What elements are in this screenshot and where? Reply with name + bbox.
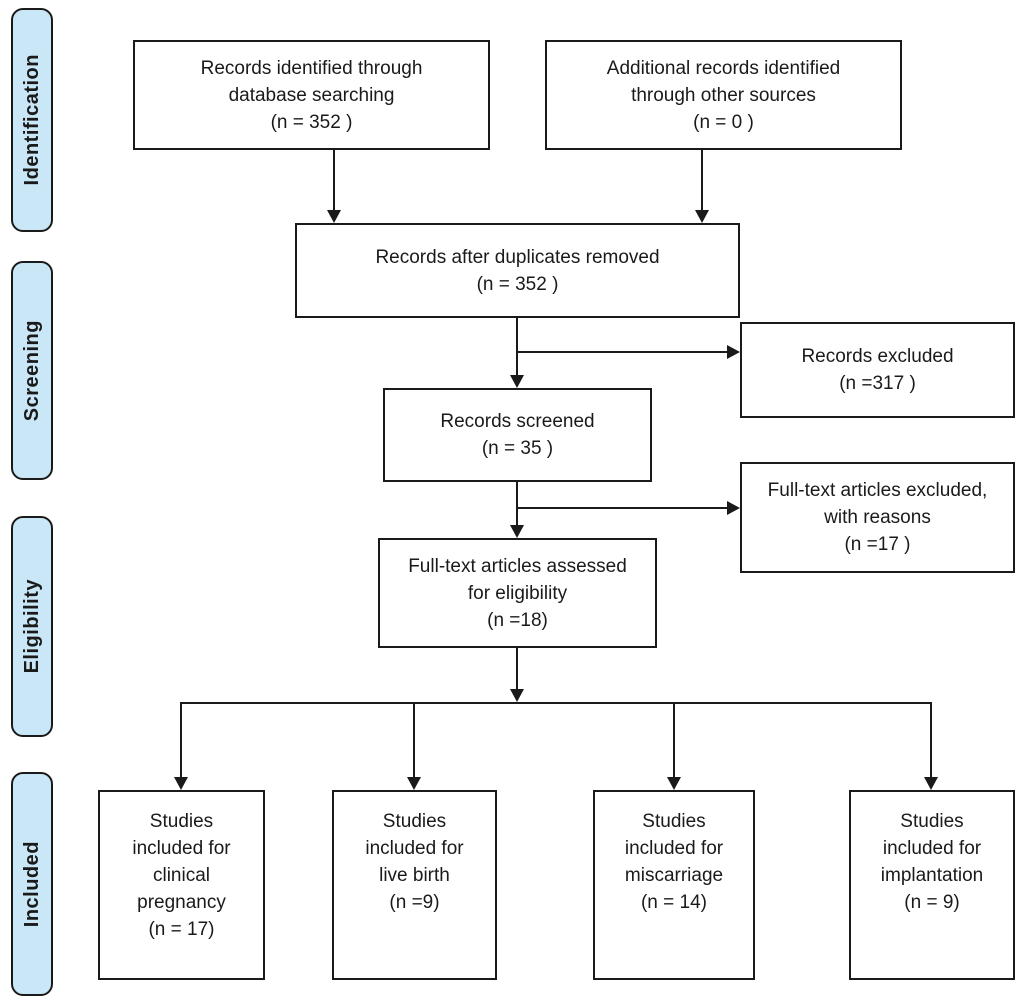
connector-additional-to-dedup-line bbox=[701, 150, 703, 210]
box-additional-records: Additional records identified through ot… bbox=[545, 40, 902, 150]
arrowhead-additional-to-dedup bbox=[695, 210, 709, 223]
arrowhead-drop-livebirth bbox=[407, 777, 421, 790]
box-records-excluded: Records excluded (n =317 ) bbox=[740, 322, 1015, 418]
stage-eligibility-label: Eligibility bbox=[20, 579, 43, 674]
box-included-miscarriage: Studies included for miscarriage (n = 14… bbox=[593, 790, 755, 980]
connector-identified-to-dedup-line bbox=[333, 150, 335, 210]
connector-drop-implantation-line bbox=[930, 704, 932, 777]
stage-eligibility: Eligibility bbox=[11, 516, 53, 737]
stage-included-label: Included bbox=[20, 840, 43, 928]
connector-dedup-to-screened-line bbox=[516, 318, 518, 376]
distributor-line bbox=[180, 702, 932, 704]
connector-drop-clinical-line bbox=[180, 704, 182, 777]
box-fulltext-excluded: Full-text articles excluded, with reason… bbox=[740, 462, 1015, 573]
stage-identification: Identification bbox=[11, 8, 53, 232]
arrowhead-drop-miscarriage bbox=[667, 777, 681, 790]
connector-assessed-to-distributor-line bbox=[516, 648, 518, 690]
box-fulltext-assessed: Full-text articles assessed for eligibil… bbox=[378, 538, 657, 648]
box-duplicates-removed: Records after duplicates removed (n = 35… bbox=[295, 223, 740, 318]
connector-screened-to-assessed-line bbox=[516, 482, 518, 526]
connector-branch-records-excluded-line bbox=[517, 351, 728, 353]
arrowhead-screened-to-assessed bbox=[510, 525, 524, 538]
box-records-identified: Records identified through database sear… bbox=[133, 40, 490, 150]
connector-drop-miscarriage-line bbox=[673, 704, 675, 777]
arrowhead-branch-records-excluded bbox=[727, 345, 740, 359]
arrowhead-drop-implantation bbox=[924, 777, 938, 790]
arrowhead-dedup-to-screened bbox=[510, 375, 524, 388]
connector-branch-fulltext-excluded-line bbox=[517, 507, 728, 509]
connector-drop-livebirth-line bbox=[413, 704, 415, 777]
stage-screening-label: Screening bbox=[20, 319, 43, 422]
arrowhead-drop-clinical bbox=[174, 777, 188, 790]
stage-screening: Screening bbox=[11, 261, 53, 480]
box-included-implantation: Studies included for implantation (n = 9… bbox=[849, 790, 1015, 980]
box-included-live-birth: Studies included for live birth (n =9) bbox=[332, 790, 497, 980]
arrowhead-assessed-to-distributor bbox=[510, 689, 524, 702]
box-records-screened: Records screened (n = 35 ) bbox=[383, 388, 652, 482]
arrowhead-branch-fulltext-excluded bbox=[727, 501, 740, 515]
box-included-clinical-pregnancy: Studies included for clinical pregnancy … bbox=[98, 790, 265, 980]
stage-identification-label: Identification bbox=[20, 54, 43, 186]
arrowhead-identified-to-dedup bbox=[327, 210, 341, 223]
stage-included: Included bbox=[11, 772, 53, 996]
